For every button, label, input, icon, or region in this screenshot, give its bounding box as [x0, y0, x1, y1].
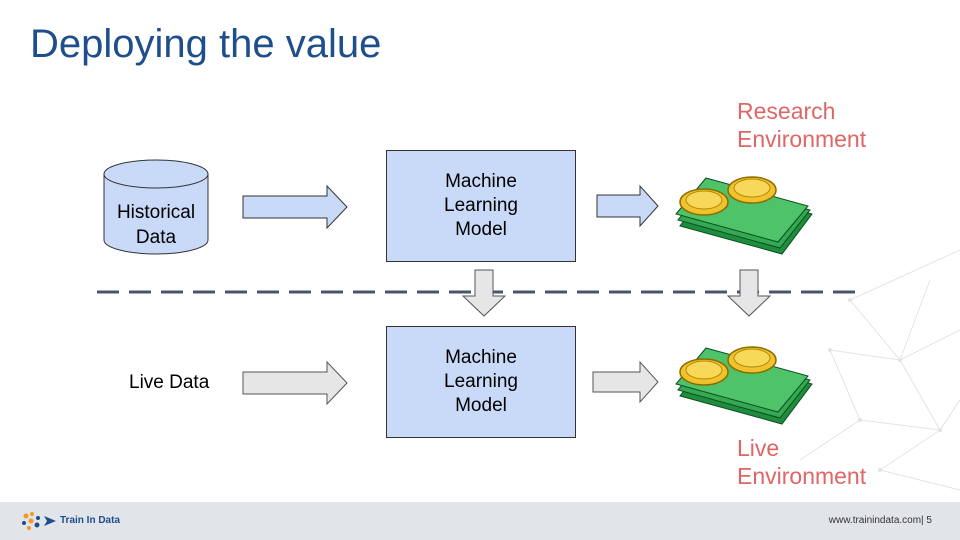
arrow-live-data-to-model: [242, 360, 348, 406]
slide-title: Deploying the value: [30, 22, 382, 66]
research-environment-label: Research Environment: [737, 98, 867, 152]
ml-model-box-research: Machine Learning Model: [386, 150, 576, 262]
brand-name: Train In Data: [60, 515, 121, 526]
footer-url-page-number[interactable]: www.trainindata.com| 5: [828, 515, 932, 526]
ml-model-box-live: Machine Learning Model: [386, 326, 576, 438]
money-coins-icon: [675, 346, 813, 425]
footer-bar: Train In Data www.trainindata.com| 5: [0, 502, 960, 540]
live-environment-label: Live Environment: [737, 435, 867, 489]
arrow-historical-to-model: [242, 184, 348, 230]
historical-data-label: Historical Data: [116, 202, 196, 248]
database-cylinder-icon: [103, 159, 209, 255]
train-in-data-logo-icon: [22, 512, 56, 530]
arrow-model-to-money-top: [596, 184, 659, 228]
live-data-label: Live Data: [129, 372, 210, 393]
arrow-money-down: [726, 269, 772, 317]
arrow-model-down: [461, 269, 507, 317]
money-coins-icon: [675, 176, 813, 255]
arrow-model-to-money-bottom: [592, 360, 659, 404]
network-decoration: [799, 249, 960, 491]
